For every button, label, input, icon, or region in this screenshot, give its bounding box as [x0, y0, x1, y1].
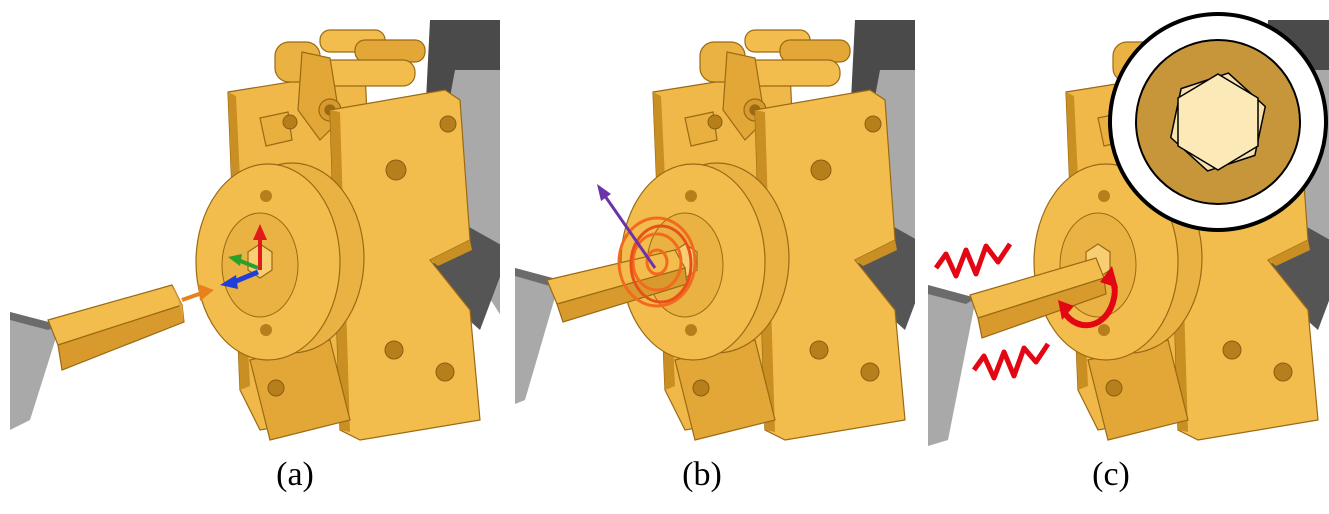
gripper-tool: [10, 312, 60, 430]
gripper-tool: [928, 285, 976, 446]
mechanism-b: [620, 19, 915, 441]
hex-alignment-inset: [1108, 12, 1328, 232]
panel-b: (b): [505, 0, 915, 514]
panel-a-illustration: [10, 19, 500, 441]
gripper-tool: [515, 268, 560, 404]
panel-a-label: (a): [276, 456, 314, 493]
approach-arrow-icon: [181, 284, 214, 302]
panel-b-label: (b): [682, 456, 722, 493]
mechanism-a: [195, 19, 500, 441]
panel-c-illustration: [928, 12, 1329, 446]
panel-c: (c): [918, 0, 1329, 514]
panel-c-label: (c): [1092, 456, 1130, 493]
panel-b-illustration: [515, 19, 915, 441]
vibration-icon: [933, 242, 1051, 381]
search-ripple-icon: [617, 216, 697, 308]
coordinate-frame-icon: [220, 224, 267, 289]
hex-shaft: [47, 284, 185, 371]
hex-shaft: [969, 257, 1107, 339]
rotation-arrow-icon: [1058, 266, 1118, 329]
force-arrow-icon: [597, 184, 657, 269]
panel-a: (a): [0, 0, 500, 514]
